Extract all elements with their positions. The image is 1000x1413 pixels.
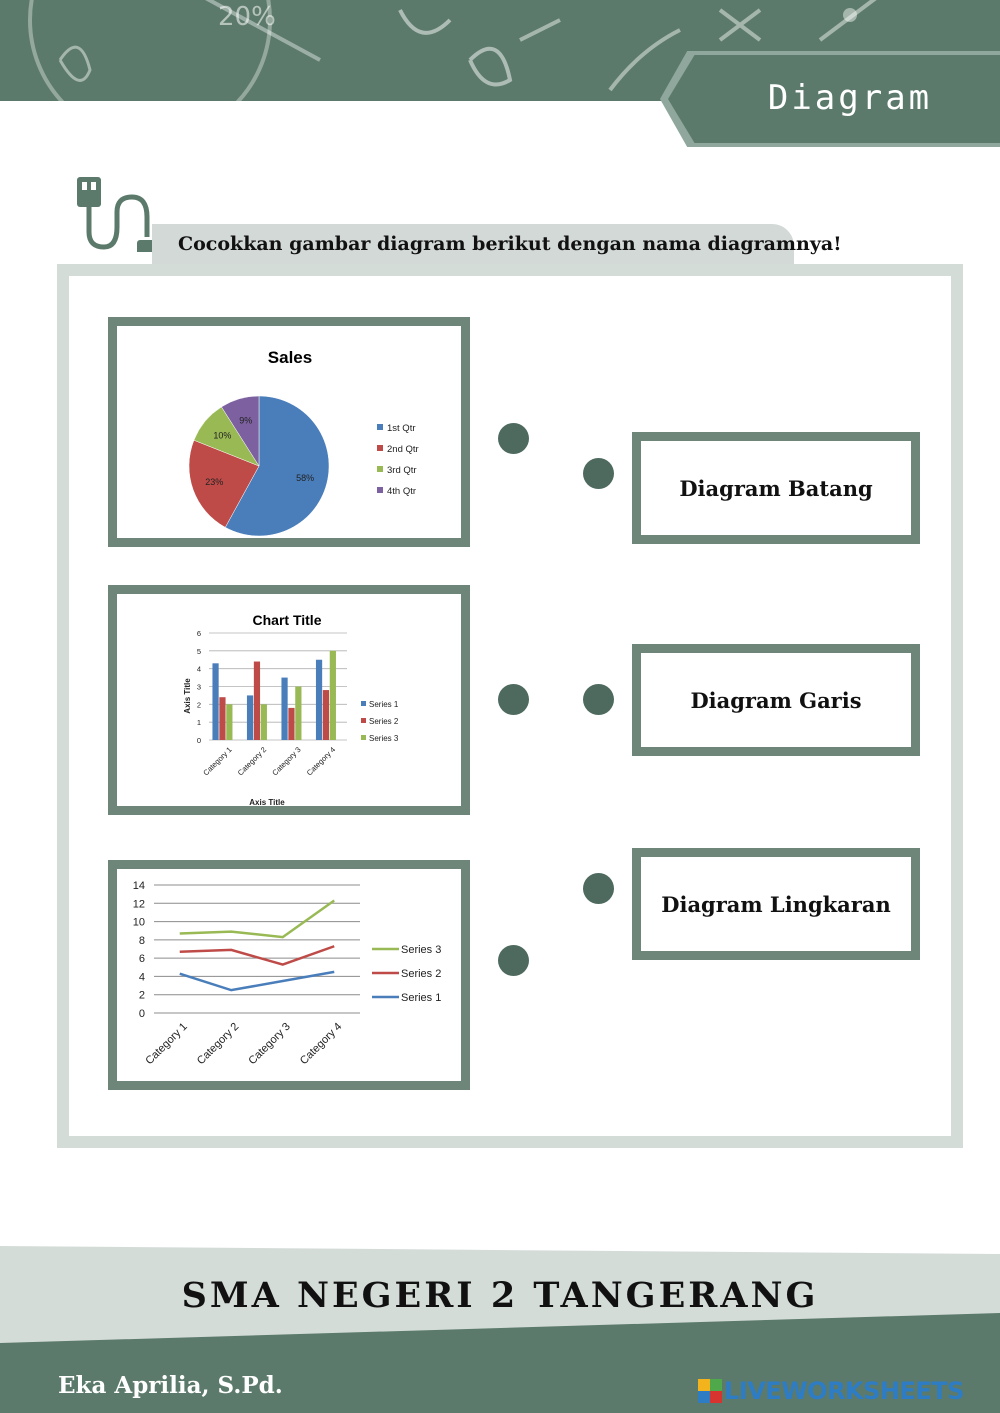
legend-label: Series 1	[369, 700, 399, 709]
match-dot-right-1[interactable]	[583, 458, 614, 489]
legend-label: 1st Qtr	[387, 423, 416, 434]
legend-swatch	[377, 487, 383, 493]
header-chalkboard: 20%	[0, 0, 1000, 101]
bar	[329, 650, 336, 740]
brand-text: LIVEWORKSHEETS	[724, 1377, 964, 1405]
pie-chart-title: Sales	[268, 348, 312, 367]
chalk-doodles	[28, 0, 877, 101]
y-tick-label: 4	[139, 971, 145, 983]
y-tick-label: 8	[139, 935, 145, 947]
legend-label: 2nd Qtr	[387, 444, 419, 455]
liveworksheets-brand[interactable]: LIVEWORKSHEETS	[698, 1377, 964, 1405]
x-category-label: Category 4	[305, 745, 337, 777]
pie-data-label: 58%	[296, 473, 314, 483]
bar	[212, 663, 219, 740]
legend-swatch	[377, 466, 383, 472]
y-tick-label: 0	[139, 1008, 145, 1020]
match-dot-left-2[interactable]	[498, 684, 529, 715]
y-tick-label: 4	[197, 665, 201, 674]
y-tick-label: 3	[197, 683, 201, 692]
bar	[246, 695, 254, 740]
series-line	[179, 970, 335, 992]
pie-data-label: 10%	[213, 431, 231, 441]
x-category-label: Category 4	[298, 1021, 345, 1068]
bar-y-axis-title: Axis Title	[183, 678, 192, 714]
pie-data-label: 9%	[239, 415, 252, 425]
bar	[322, 690, 330, 740]
legend-swatch	[377, 445, 383, 451]
bar	[226, 704, 233, 740]
series-line	[179, 945, 335, 966]
bar-x-axis-title: Axis Title	[249, 798, 285, 806]
pie-data-label: 23%	[205, 477, 223, 487]
y-tick-label: 0	[197, 736, 201, 745]
bar	[281, 677, 288, 740]
y-tick-label: 2	[197, 700, 201, 709]
legend-label: Series 2	[401, 968, 441, 980]
instruction-bar	[152, 224, 794, 266]
legend-swatch	[361, 701, 366, 706]
y-tick-label: 2	[139, 990, 145, 1002]
legend-label: Series 3	[401, 944, 441, 956]
pie-chart-card[interactable]: Sales 58% 23% 10% 9% 1st Qtr 2nd Qtr 3rd Qtr 4…	[108, 317, 470, 547]
y-tick-label: 6	[197, 629, 201, 638]
instruction-text: Cocokkan gambar diagram berikut dengan n…	[178, 233, 842, 255]
x-category-label: Category 1	[201, 745, 233, 777]
bar	[253, 661, 261, 740]
bar	[288, 707, 295, 740]
liveworksheets-logo-icon	[698, 1379, 722, 1403]
pie-chart: Sales 58% 23% 10% 9% 1st Qtr 2nd Qtr 3rd Qtr 4…	[188, 348, 419, 537]
match-dot-left-1[interactable]	[498, 423, 529, 454]
x-category-label: Category 3	[270, 745, 302, 777]
label-card-batang[interactable]: Diagram Batang	[632, 432, 920, 544]
bar	[315, 659, 323, 740]
label-card-lingkaran[interactable]: Diagram Lingkaran	[632, 848, 920, 960]
y-tick-label: 10	[133, 917, 145, 929]
y-tick-label: 5	[197, 647, 201, 656]
legend-label: Series 2	[369, 717, 399, 726]
y-tick-label: 14	[133, 880, 145, 892]
series-line	[179, 899, 335, 939]
bar-chart-title: Chart Title	[253, 612, 322, 628]
legend-swatch	[361, 718, 366, 723]
x-category-label: Category 1	[143, 1021, 190, 1068]
match-dot-left-3[interactable]	[498, 945, 529, 976]
header-tab	[668, 55, 1000, 143]
match-dot-right-3[interactable]	[583, 873, 614, 904]
bar	[219, 697, 226, 740]
pie-slice	[224, 395, 330, 537]
label-text: Diagram Garis	[690, 687, 862, 713]
legend-label: Series 1	[401, 992, 441, 1004]
school-name: SMA NEGERI 2 TANGERANG	[181, 1275, 819, 1316]
label-text: Diagram Batang	[679, 475, 873, 501]
legend-label: 3rd Qtr	[387, 465, 417, 476]
label-card-garis[interactable]: Diagram Garis	[632, 644, 920, 756]
pie-slice	[221, 395, 260, 467]
match-dot-right-2[interactable]	[583, 684, 614, 715]
bar	[260, 704, 267, 740]
y-tick-label: 12	[133, 898, 145, 910]
legend-label: 4th Qtr	[387, 486, 416, 497]
y-tick-label: 6	[139, 953, 145, 965]
pie-slice	[188, 439, 260, 528]
label-text: Diagram Lingkaran	[661, 891, 891, 917]
legend-swatch	[377, 424, 383, 430]
legend-swatch	[361, 735, 366, 740]
legend-label: Series 3	[369, 734, 399, 743]
x-category-label: Category 2	[195, 1021, 242, 1068]
x-category-label: Category 2	[236, 745, 268, 777]
bar	[295, 686, 302, 740]
x-category-label: Category 3	[246, 1021, 293, 1068]
page-title: Diagram	[767, 78, 933, 118]
chalk-percent: 20%	[218, 2, 276, 32]
author-name: Eka Aprilia, S.Pd.	[58, 1372, 283, 1399]
y-tick-label: 1	[197, 718, 201, 727]
